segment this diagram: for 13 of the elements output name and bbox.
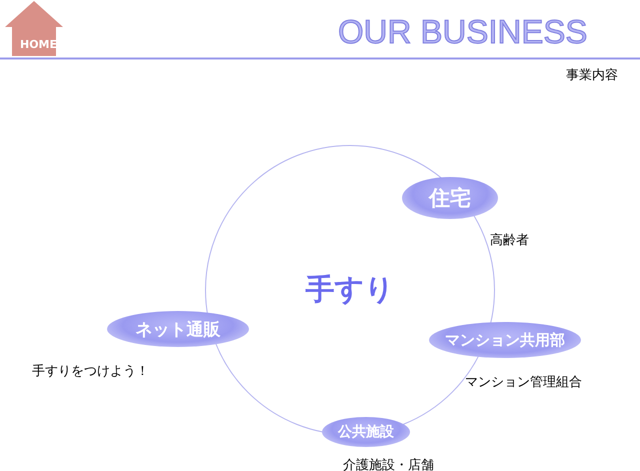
caption-text: 介護施設・店舗 (343, 457, 434, 471)
caption-text: 手すりをつけよう！ (32, 363, 149, 380)
category-ellipse (322, 417, 410, 447)
category-name: ネット通販 (136, 318, 220, 340)
center-title: 手すり (306, 271, 394, 308)
page-title: OUR BUSINESS (338, 14, 588, 50)
category-name: 公共施設 (338, 423, 394, 441)
category-name: 住宅 (429, 185, 471, 212)
caption-text: 高齢者 (490, 232, 529, 249)
caption-text: マンション管理組合 (465, 374, 582, 391)
category-name: マンション共用部 (445, 330, 565, 350)
home-link: HOME (20, 38, 58, 51)
section-label: 事業内容 (566, 67, 618, 84)
